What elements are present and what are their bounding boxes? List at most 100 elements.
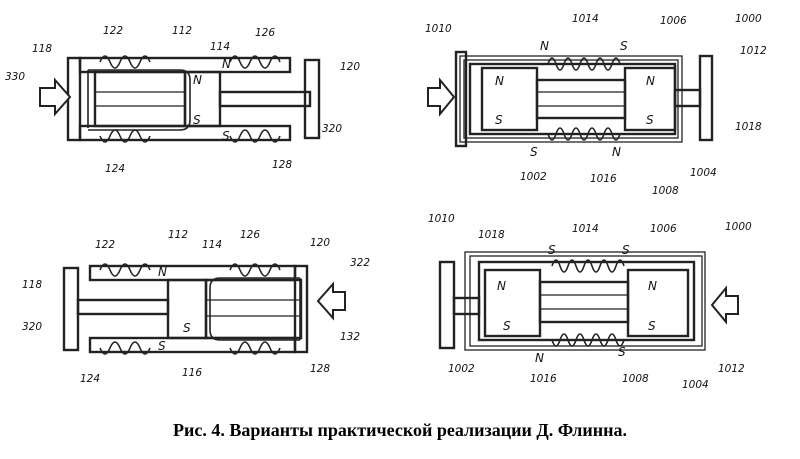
label: 1002 [520, 171, 547, 183]
pole-label: S [495, 113, 503, 127]
label: 118 [22, 279, 42, 291]
label: 132 [340, 331, 360, 343]
label: 1008 [652, 185, 679, 197]
end-plate-1010 [438, 260, 456, 350]
pole-label: N [222, 57, 231, 71]
rod [218, 90, 312, 108]
pole-label: S [620, 39, 628, 53]
label: 1000 [725, 221, 752, 233]
pole-label: S [183, 321, 191, 335]
label: 1006 [650, 223, 677, 235]
panel-top-right: 1010 1014 1006 1000 1012 1018 1002 1016 … [425, 13, 767, 197]
pole-label: N [535, 351, 544, 365]
pole-label: S [618, 345, 626, 359]
rod [76, 298, 170, 316]
label: 128 [310, 363, 330, 375]
label: 1012 [718, 363, 745, 375]
magnet-112 [93, 70, 187, 128]
pole-label: S [530, 145, 538, 159]
label: 1016 [590, 173, 617, 185]
coil-1016 [547, 127, 621, 141]
label: 1018 [478, 229, 505, 241]
label: 126 [240, 229, 260, 241]
label: 120 [340, 61, 360, 73]
label: 1016 [530, 373, 557, 385]
pole-label: N [648, 279, 657, 293]
end-plate-120 [303, 58, 321, 140]
label: 1014 [572, 13, 599, 25]
end-plate-118 [66, 56, 82, 142]
force-arrow [427, 77, 456, 117]
pole-label: S [646, 113, 654, 127]
coil-124 [99, 341, 151, 355]
coil-124 [99, 129, 151, 143]
label: 1004 [690, 167, 717, 179]
label: 1002 [448, 363, 475, 375]
label: 112 [172, 25, 192, 37]
magnet-1002 [480, 66, 539, 132]
pole-label: N [497, 279, 506, 293]
label: 126 [255, 27, 275, 39]
pole-label: S [222, 129, 230, 143]
pole-label: N [540, 39, 549, 53]
end-plate-120 [293, 264, 309, 354]
magnet-112 [204, 278, 303, 340]
flux-path [209, 277, 301, 341]
label: 116 [182, 367, 202, 379]
label: 124 [105, 163, 125, 175]
panel-top-left: 118 122 112 114 126 330 120 320 124 128 … [5, 25, 360, 175]
force-arrow-330 [39, 77, 72, 117]
pole-label: N [646, 74, 655, 88]
coil-122 [99, 55, 151, 69]
panel-bottom-left: 122 112 114 126 120 322 118 320 132 124 … [22, 229, 370, 385]
label: 122 [95, 239, 115, 251]
magnet-1002 [483, 268, 542, 338]
coil-122 [99, 263, 151, 277]
label: 1010 [425, 23, 452, 35]
label: 1018 [735, 121, 762, 133]
coil-128 [229, 341, 281, 355]
pole-label: S [648, 319, 656, 333]
label: 1014 [572, 223, 599, 235]
core-rod [538, 280, 630, 324]
rod-1018 [673, 88, 702, 108]
label: 1004 [682, 379, 709, 391]
label: 1008 [622, 373, 649, 385]
label: 114 [210, 41, 230, 53]
pole-label: N [612, 145, 621, 159]
pole-label: S [503, 319, 511, 333]
pole-label: N [158, 265, 167, 279]
label: 122 [103, 25, 123, 37]
label: 330 [5, 71, 25, 83]
housing [477, 260, 696, 342]
pole-label: N [193, 73, 202, 87]
label: 322 [350, 257, 370, 269]
label: 320 [322, 123, 342, 135]
flux-path [87, 69, 191, 131]
label: 320 [22, 321, 42, 333]
label: 120 [310, 237, 330, 249]
pole-label: S [548, 243, 556, 257]
pole-label: S [622, 243, 630, 257]
end-plate-1010 [454, 50, 468, 148]
coil-126 [229, 55, 281, 69]
panel-bottom-right: 1010 1018 1014 1006 1000 1002 1016 1008 … [428, 213, 752, 391]
coil-1014 [551, 259, 625, 273]
core-rod [535, 78, 627, 120]
label: 124 [80, 373, 100, 385]
label: 1006 [660, 15, 687, 27]
coil-1014 [547, 57, 621, 71]
figure-caption: Рис. 4. Варианты практической реализации… [173, 420, 627, 440]
coil-126 [229, 263, 281, 277]
end-plate-1012 [698, 54, 714, 142]
rod-1018 [452, 296, 481, 316]
label: 128 [272, 159, 292, 171]
magnet-1004 [626, 268, 690, 338]
force-arrow [710, 285, 739, 325]
label: 1000 [735, 13, 762, 25]
label: 112 [168, 229, 188, 241]
pole-label: S [158, 339, 166, 353]
label: 1010 [428, 213, 455, 225]
label: 118 [32, 43, 52, 55]
